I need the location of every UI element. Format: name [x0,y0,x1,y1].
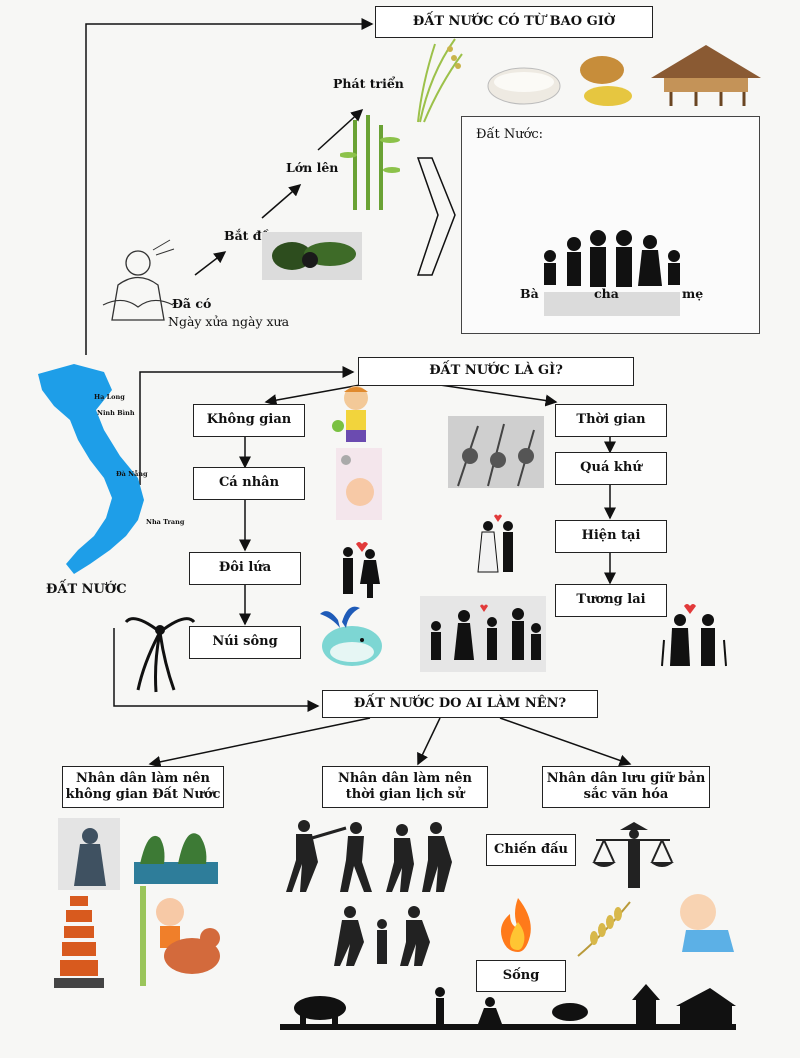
scales-worker-image [592,822,674,888]
wedding-couple-image [477,514,513,573]
family-silhouette-image [544,230,680,316]
past-box: Quá khứ [555,452,667,485]
stage-existed: Đã có [172,296,212,311]
stage-grew: Lớn lên [286,160,339,175]
family-mother: mẹ [682,286,704,301]
halong-bay-image [134,833,218,884]
country-box-title: Đất Nước: [476,127,544,142]
baby-image [680,894,734,952]
elderly-couple-image [661,604,727,667]
present-box: Hiện tại [555,520,667,553]
fighters-image [286,820,452,892]
section1-title: ĐẤT NƯỚC CÓ TỪ BAO GIỜ [375,6,653,38]
history-scene-image [448,416,544,488]
rice-ear-icon [577,901,631,957]
family-father: cha [594,286,619,301]
section3-title: ĐẤT NƯỚC DO AI LÀM NÊN? [322,690,598,718]
stage-developed: Phát triển [333,76,404,91]
ginger-image [580,56,632,106]
phoenix-image [124,617,196,693]
branch-history-box: Nhân dân làm nên thời gian lịch sử [322,766,488,808]
space-box: Không gian [193,404,305,437]
branch-space-box: Nhân dân làm nên không gian Đất Nước [62,766,224,808]
mountains-rivers-box: Núi sông [189,626,301,659]
vietnam-map-image [38,364,144,574]
time-box: Thời gian [555,404,667,437]
bathing-baby-image [336,448,382,520]
map-place-nhatrang: Nha Trang [146,518,185,526]
individual-box: Cá nhân [193,467,305,500]
rice-bowl-image [487,67,561,105]
map-place-ninhbinh: Ninh Bình [97,409,135,417]
stilt-house-image [651,45,761,106]
storyteller-image [102,239,175,321]
boy-buffalo-image [140,886,220,986]
couple-image [343,542,380,598]
betel-leaf-image [262,232,362,280]
rice-stalk-image [417,38,463,123]
map-place-halong: Hạ Long [94,393,125,401]
fight-box: Chiến đấu [486,834,576,866]
big-family-image [420,596,546,672]
map-label: ĐẤT NƯỚC [46,582,127,597]
family-grandma: Bà [520,286,539,301]
map-place-danang: Đà Nẵng [116,470,148,478]
bamboo-image [340,115,400,210]
pagoda-tower-image [54,896,104,988]
family-defense-image [334,906,430,966]
farming-silhouette-image [280,984,736,1030]
whale-image [320,606,382,666]
child-image [332,386,368,442]
future-box: Tương lai [555,584,667,617]
live-box: Sống [476,960,566,992]
couple-box: Đôi lứa [189,552,301,585]
branch-culture-box: Nhân dân lưu giữ bản sắc văn hóa [542,766,710,808]
section2-title: ĐẤT NƯỚC LÀ GÌ? [358,357,634,386]
fire-icon [501,898,531,952]
stage-long-ago: Ngày xửa ngày xưa [168,314,290,329]
statue-image [58,818,120,890]
